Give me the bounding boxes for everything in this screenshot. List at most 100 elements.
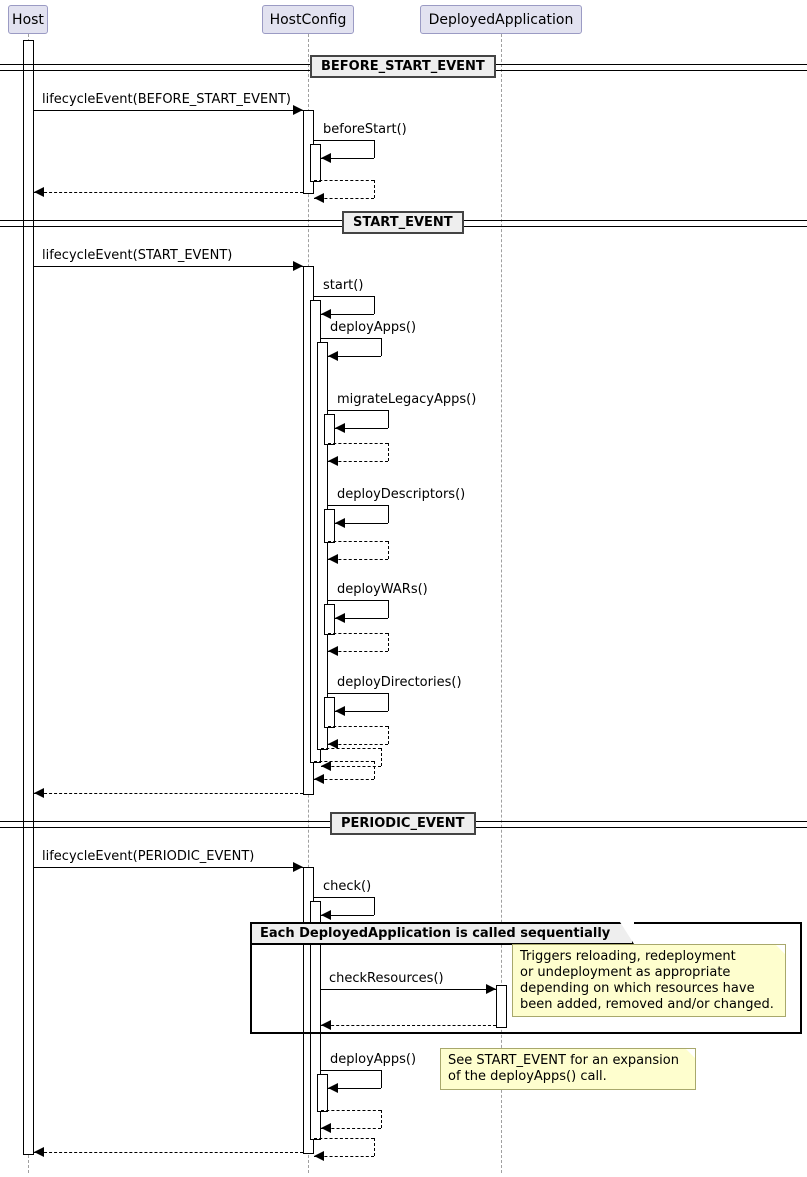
activation-bar-act-dep-check: [496, 985, 507, 1028]
message-m5-arrowhead: [293, 261, 303, 271]
message-m4-line: [34, 192, 303, 193]
message-m21-arrowhead: [486, 984, 496, 994]
message-m15-vertical: [388, 726, 389, 744]
message-m24-out: [321, 1110, 381, 1111]
message-m12-back: [335, 618, 388, 619]
message-label-m5: lifecycleEvent(START_EVENT): [42, 248, 233, 263]
message-label-m1: lifecycleEvent(BEFORE_START_EVENT): [42, 92, 291, 107]
message-m22-line: [321, 1025, 496, 1026]
message-m10-vertical: [388, 505, 389, 523]
message-m6-out: [314, 296, 374, 297]
message-m13-back: [328, 651, 388, 652]
lifeline-deploy: [501, 34, 502, 1173]
message-m20-arrowhead: [321, 910, 331, 920]
message-m16-vertical: [381, 748, 382, 766]
message-m14-vertical: [388, 693, 389, 711]
message-label-m7: deployApps(): [330, 320, 417, 335]
message-m7-back: [328, 356, 381, 357]
message-label-m14: deployDirectories(): [337, 675, 462, 690]
message-m10-back: [335, 523, 388, 524]
message-m12-out: [328, 600, 388, 601]
message-label-m2: beforeStart(): [323, 122, 407, 137]
message-m10-arrowhead: [335, 518, 345, 528]
message-m3-out: [314, 180, 374, 181]
message-m9-vertical: [388, 443, 389, 461]
message-m17-out: [314, 761, 374, 762]
message-label-m21: checkResources(): [329, 971, 444, 986]
message-m9-back: [328, 461, 388, 462]
message-m9-arrowhead: [328, 456, 338, 466]
message-m15-out: [328, 726, 388, 727]
message-m5-line: [34, 266, 303, 267]
message-m17-arrowhead: [314, 774, 324, 784]
message-m12-vertical: [388, 600, 389, 618]
message-label-m12: deployWARs(): [337, 582, 428, 597]
message-m9-out: [328, 443, 388, 444]
participant-host[interactable]: Host: [8, 5, 48, 34]
activation-bar-act-cfg-pe-3: [317, 1074, 328, 1112]
message-m26-arrowhead: [34, 1147, 44, 1157]
activation-bar-act-cfg-pe-2: [310, 901, 321, 1140]
participant-config[interactable]: HostConfig: [262, 5, 354, 34]
participant-deploy[interactable]: DeployedApplication: [420, 5, 582, 34]
message-label-m10: deployDescriptors(): [337, 487, 466, 502]
message-m19-line: [34, 867, 303, 868]
note-dogear-icon: [686, 1049, 695, 1058]
message-m16-arrowhead: [321, 761, 331, 771]
message-m23-back: [328, 1088, 381, 1089]
message-m13-arrowhead: [328, 646, 338, 656]
note-deploy-apps: See START_EVENT for an expansion of the …: [440, 1048, 696, 1090]
message-m4-arrowhead: [34, 187, 44, 197]
message-m7-out: [321, 338, 381, 339]
group-loop-deployedapp: [250, 922, 802, 1034]
message-m6-back: [321, 314, 374, 315]
message-m15-back: [328, 744, 388, 745]
activation-bar-act-cfg-st-3: [317, 342, 328, 750]
group-loop-deployedapp-label: Each DeployedApplication is called seque…: [252, 922, 635, 945]
message-m2-vertical: [374, 140, 375, 158]
message-m20-vertical: [374, 897, 375, 915]
message-m17-vertical: [374, 761, 375, 779]
divider-start-label: START_EVENT: [342, 211, 464, 234]
message-m3-back: [314, 198, 374, 199]
message-m11-back: [328, 559, 388, 560]
message-m8-back: [335, 428, 388, 429]
message-m2-out: [314, 140, 374, 141]
message-m1-arrowhead: [293, 105, 303, 115]
message-m8-out: [328, 410, 388, 411]
divider-periodic-label: PERIODIC_EVENT: [330, 812, 476, 835]
message-m25-arrowhead: [314, 1151, 324, 1161]
message-m11-vertical: [388, 541, 389, 559]
message-m11-arrowhead: [328, 554, 338, 564]
message-m18-arrowhead: [34, 788, 44, 798]
message-m22-arrowhead: [321, 1020, 331, 1030]
message-m16-back: [321, 766, 381, 767]
message-m14-back: [335, 711, 388, 712]
activation-bar-act-cfg-st-4d: [324, 697, 335, 728]
message-m23-out: [321, 1070, 381, 1071]
message-m19-arrowhead: [293, 862, 303, 872]
message-m23-vertical: [381, 1070, 382, 1088]
message-m1-line: [34, 110, 303, 111]
message-m24-vertical: [381, 1110, 382, 1128]
message-m17-back: [314, 779, 374, 780]
message-m21-line: [321, 989, 496, 990]
message-m13-vertical: [388, 633, 389, 651]
message-m25-vertical: [374, 1138, 375, 1156]
message-m8-arrowhead: [335, 423, 345, 433]
divider-before-start-label: BEFORE_START_EVENT: [310, 55, 496, 78]
message-m23-arrowhead: [328, 1083, 338, 1093]
message-m24-back: [321, 1128, 381, 1129]
message-m15-arrowhead: [328, 739, 338, 749]
message-m14-out: [328, 693, 388, 694]
message-m7-arrowhead: [328, 351, 338, 361]
message-m20-back: [321, 915, 374, 916]
message-m18-line: [34, 793, 303, 794]
message-m16-out: [321, 748, 381, 749]
activation-bar-act-cfg-st-4b: [324, 509, 335, 543]
message-m11-out: [328, 541, 388, 542]
message-m6-vertical: [374, 296, 375, 314]
message-m10-out: [328, 505, 388, 506]
note-dogear-icon: [776, 945, 785, 954]
